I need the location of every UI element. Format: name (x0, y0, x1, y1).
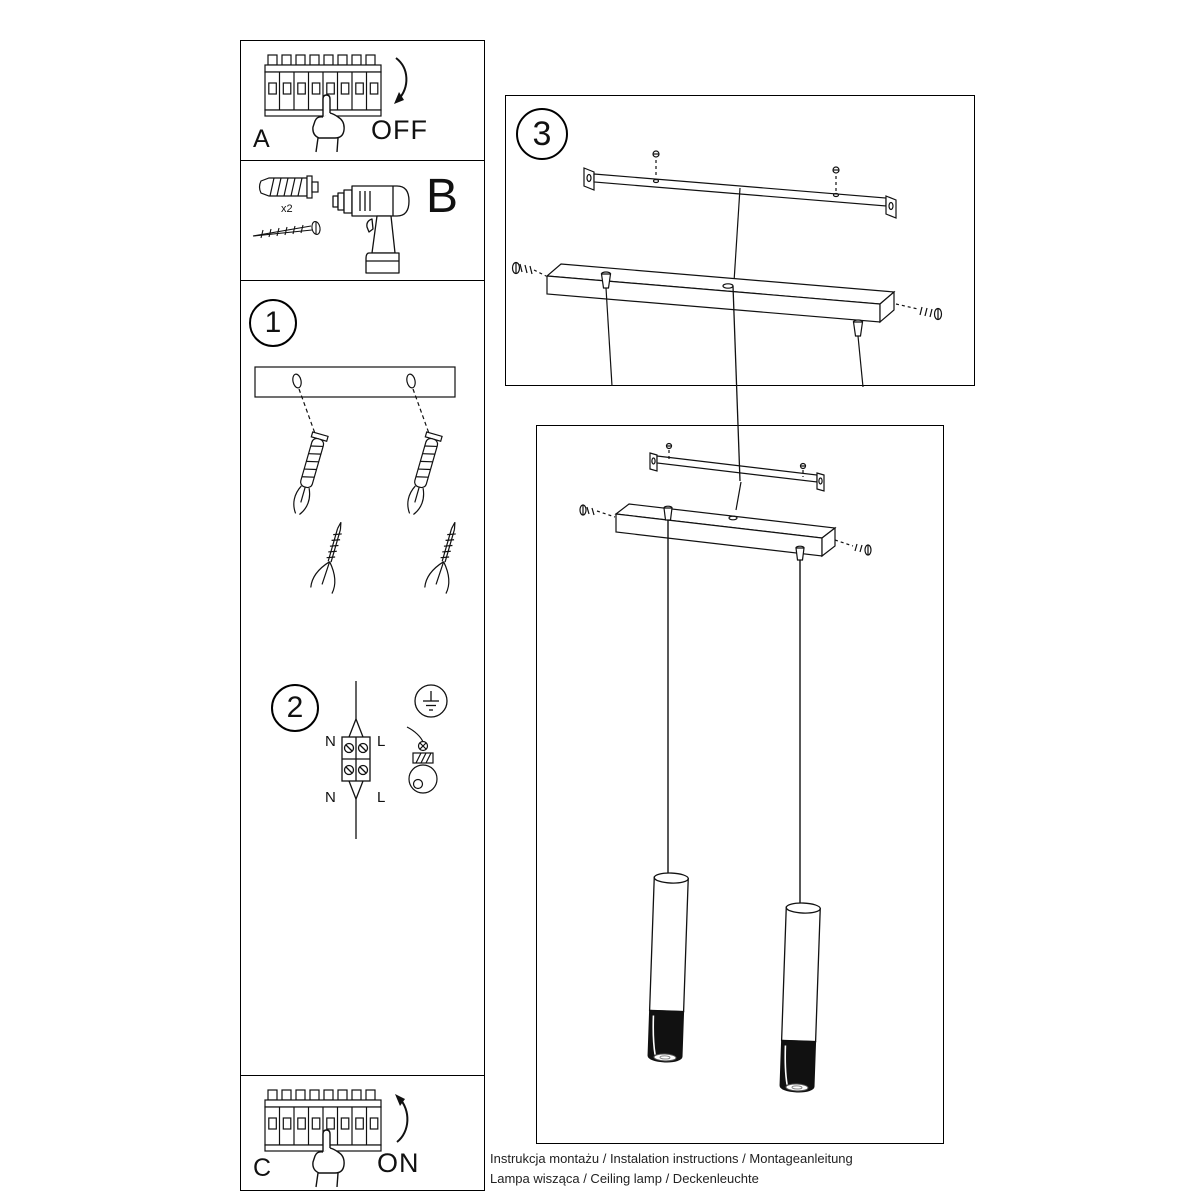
pendant-lamp-illustration (579, 442, 872, 1093)
step-3-text: 3 (532, 115, 552, 153)
anchor-screw-left-illustration (310, 521, 342, 594)
terminal-l-bottom-label: L (377, 789, 386, 806)
cord-grip-right-illustration (852, 319, 864, 337)
earth-symbol-icon (414, 684, 448, 718)
cord-grip-left-illustration (663, 505, 673, 521)
step-3-number: 3 (516, 108, 568, 160)
terminal-n-top-label: N (325, 733, 336, 750)
cord-stub-left (605, 287, 613, 387)
step-2-number: 2 (271, 684, 319, 732)
side-screw-right-icon (895, 303, 943, 321)
wall-anchor-right-illustration (407, 431, 443, 516)
side-screw-right-icon (834, 539, 872, 556)
panel-power-off: OFF A (240, 40, 485, 161)
mounting-bracket-illustration (583, 150, 897, 219)
wall-anchor-left-illustration (293, 431, 329, 516)
hand-icon (312, 94, 345, 153)
side-screw-left-icon (579, 504, 616, 518)
circuit-breaker-illustration (264, 54, 382, 153)
wiring-diagram-illustration (341, 681, 448, 839)
canopy-illustration (545, 263, 896, 324)
screw-icon (252, 221, 321, 239)
pendant-right (779, 902, 821, 1093)
hand-icon (312, 1129, 345, 1188)
panel-power-on: ON C (240, 1075, 485, 1191)
canopy-exploded-illustration (511, 150, 943, 388)
cord-grip-left-illustration (600, 271, 612, 289)
side-screw-left-icon (511, 261, 547, 277)
terminal-n-bottom-label: N (325, 789, 336, 806)
off-arrow-icon (394, 57, 408, 104)
panel-tools: x2 (240, 160, 485, 281)
panel-a-label: A (253, 125, 270, 153)
circuit-breaker-illustration (264, 1089, 382, 1188)
step-2-text: 2 (286, 691, 304, 724)
on-arrow-icon (395, 1094, 409, 1143)
cord-stub-right (857, 335, 864, 388)
step-1-number: 1 (249, 299, 297, 347)
panel-c-state: ON (377, 1148, 420, 1178)
step-1-text: 1 (264, 306, 282, 339)
drill-icon (332, 185, 410, 274)
ground-clamp-illustration (406, 726, 438, 794)
panel-c-label: C (253, 1154, 272, 1182)
pendant-left (647, 872, 689, 1063)
panel-b-label: B (426, 170, 459, 223)
footer-instructions-line: Instrukcja montażu / Instalation instruc… (490, 1151, 853, 1166)
anchor-screw-right-illustration (424, 521, 456, 594)
wall-plug-icon (258, 175, 319, 199)
cord-grip-right-illustration (795, 545, 805, 561)
panel-lamp-overview (536, 425, 944, 1144)
panel-step-3: 3 (505, 95, 975, 388)
mounting-bracket-illustration (649, 442, 825, 492)
panel-a-state: OFF (371, 115, 428, 145)
anchor-count-label: x2 (281, 203, 293, 215)
terminal-l-top-label: L (377, 733, 386, 750)
ceiling-plate-illustration (254, 366, 456, 594)
footer-product-line: Lampa wisząca / Ceiling lamp / Deckenleu… (490, 1171, 759, 1186)
panel-step-1-2: 1 (240, 280, 485, 1076)
